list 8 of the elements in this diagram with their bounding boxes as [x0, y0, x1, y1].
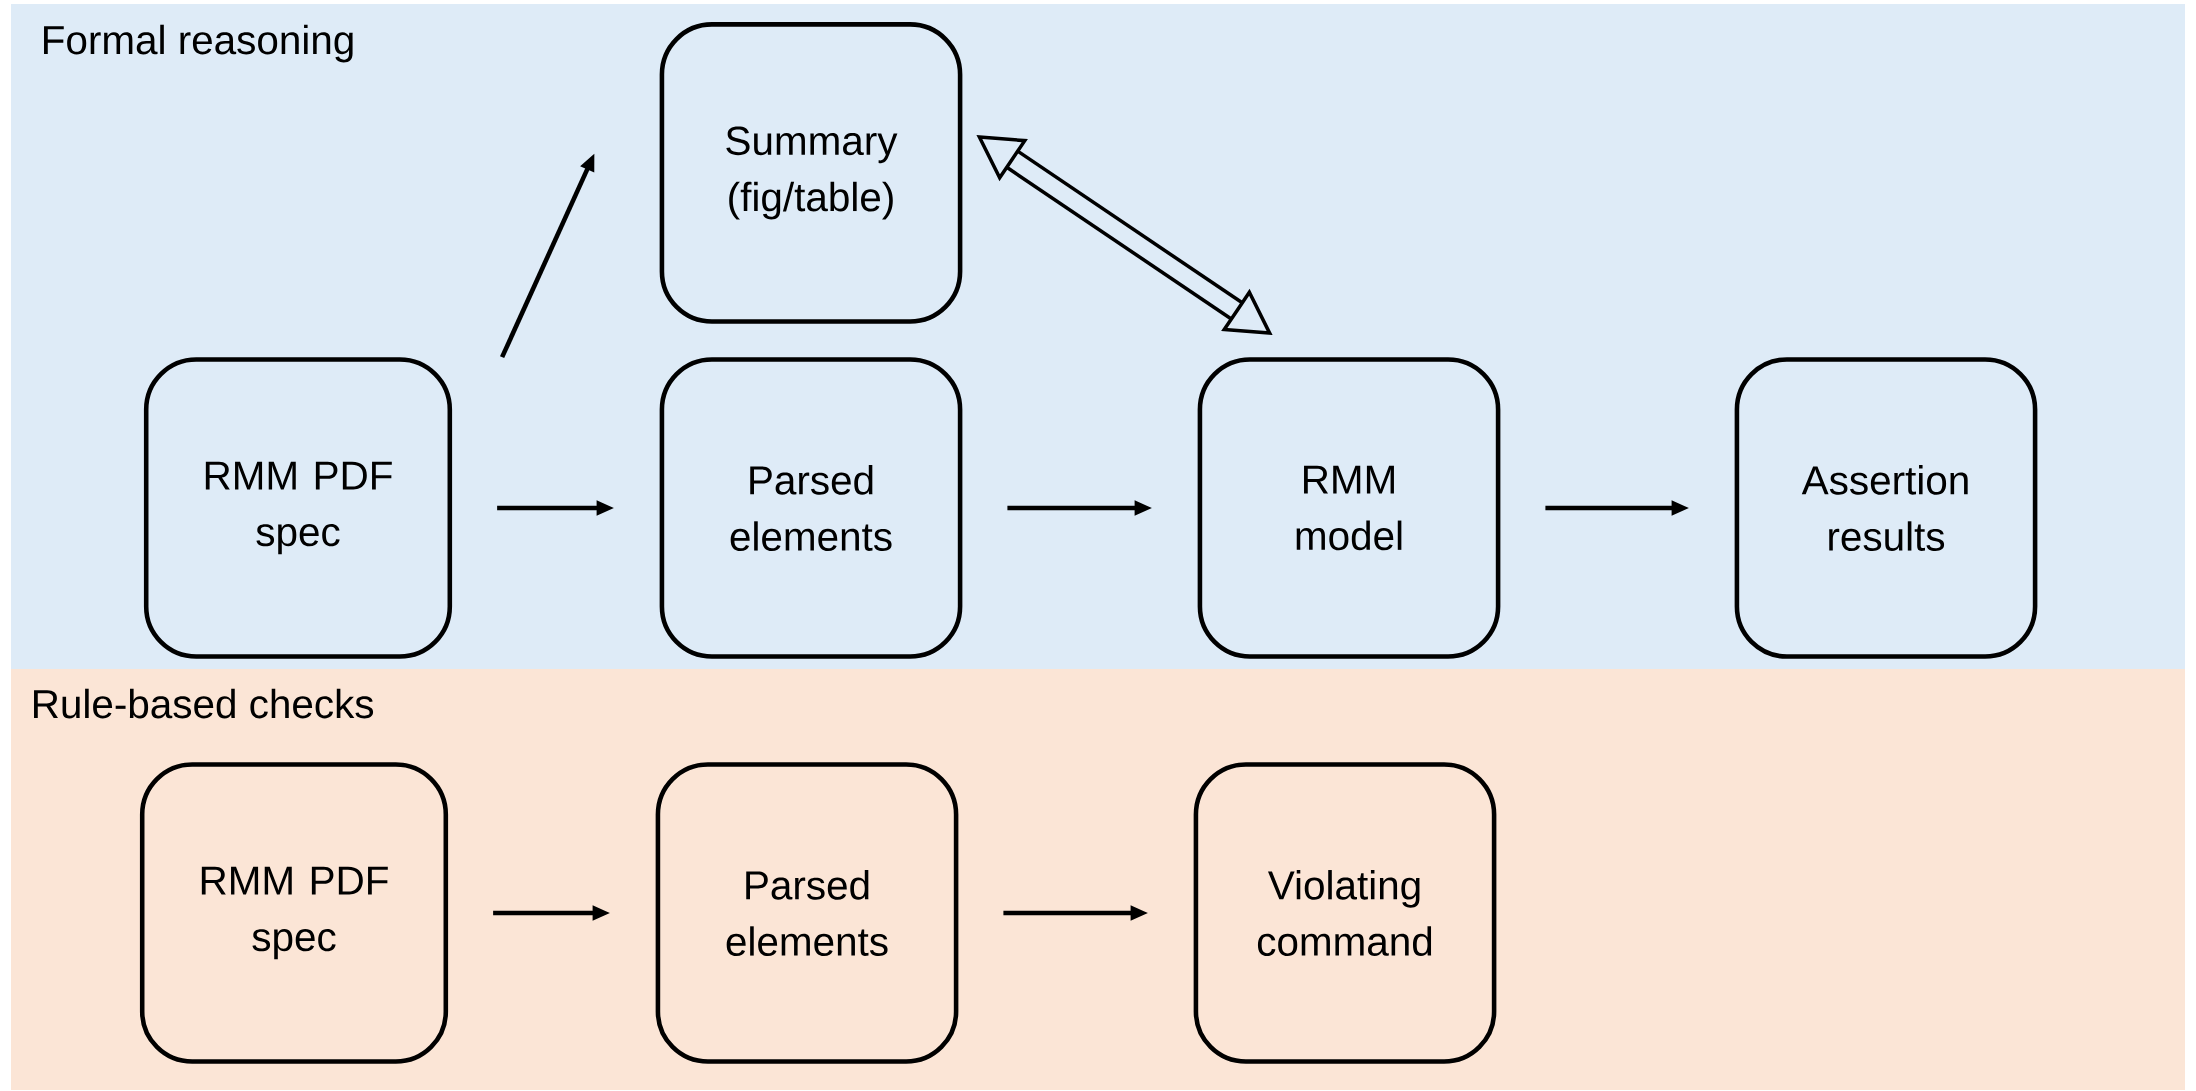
process-box: Parsed elements [655, 762, 959, 1064]
process-box: RMM PDF spec [143, 357, 453, 659]
process-box: RMM PDF spec [139, 762, 449, 1064]
process-box: Violating command [1193, 762, 1497, 1064]
process-box: Summary (fig/table) [659, 22, 963, 324]
process-box: Assertion results [1734, 357, 2038, 659]
process-box: RMM model [1197, 357, 1501, 659]
process-box: Parsed elements [659, 357, 963, 659]
